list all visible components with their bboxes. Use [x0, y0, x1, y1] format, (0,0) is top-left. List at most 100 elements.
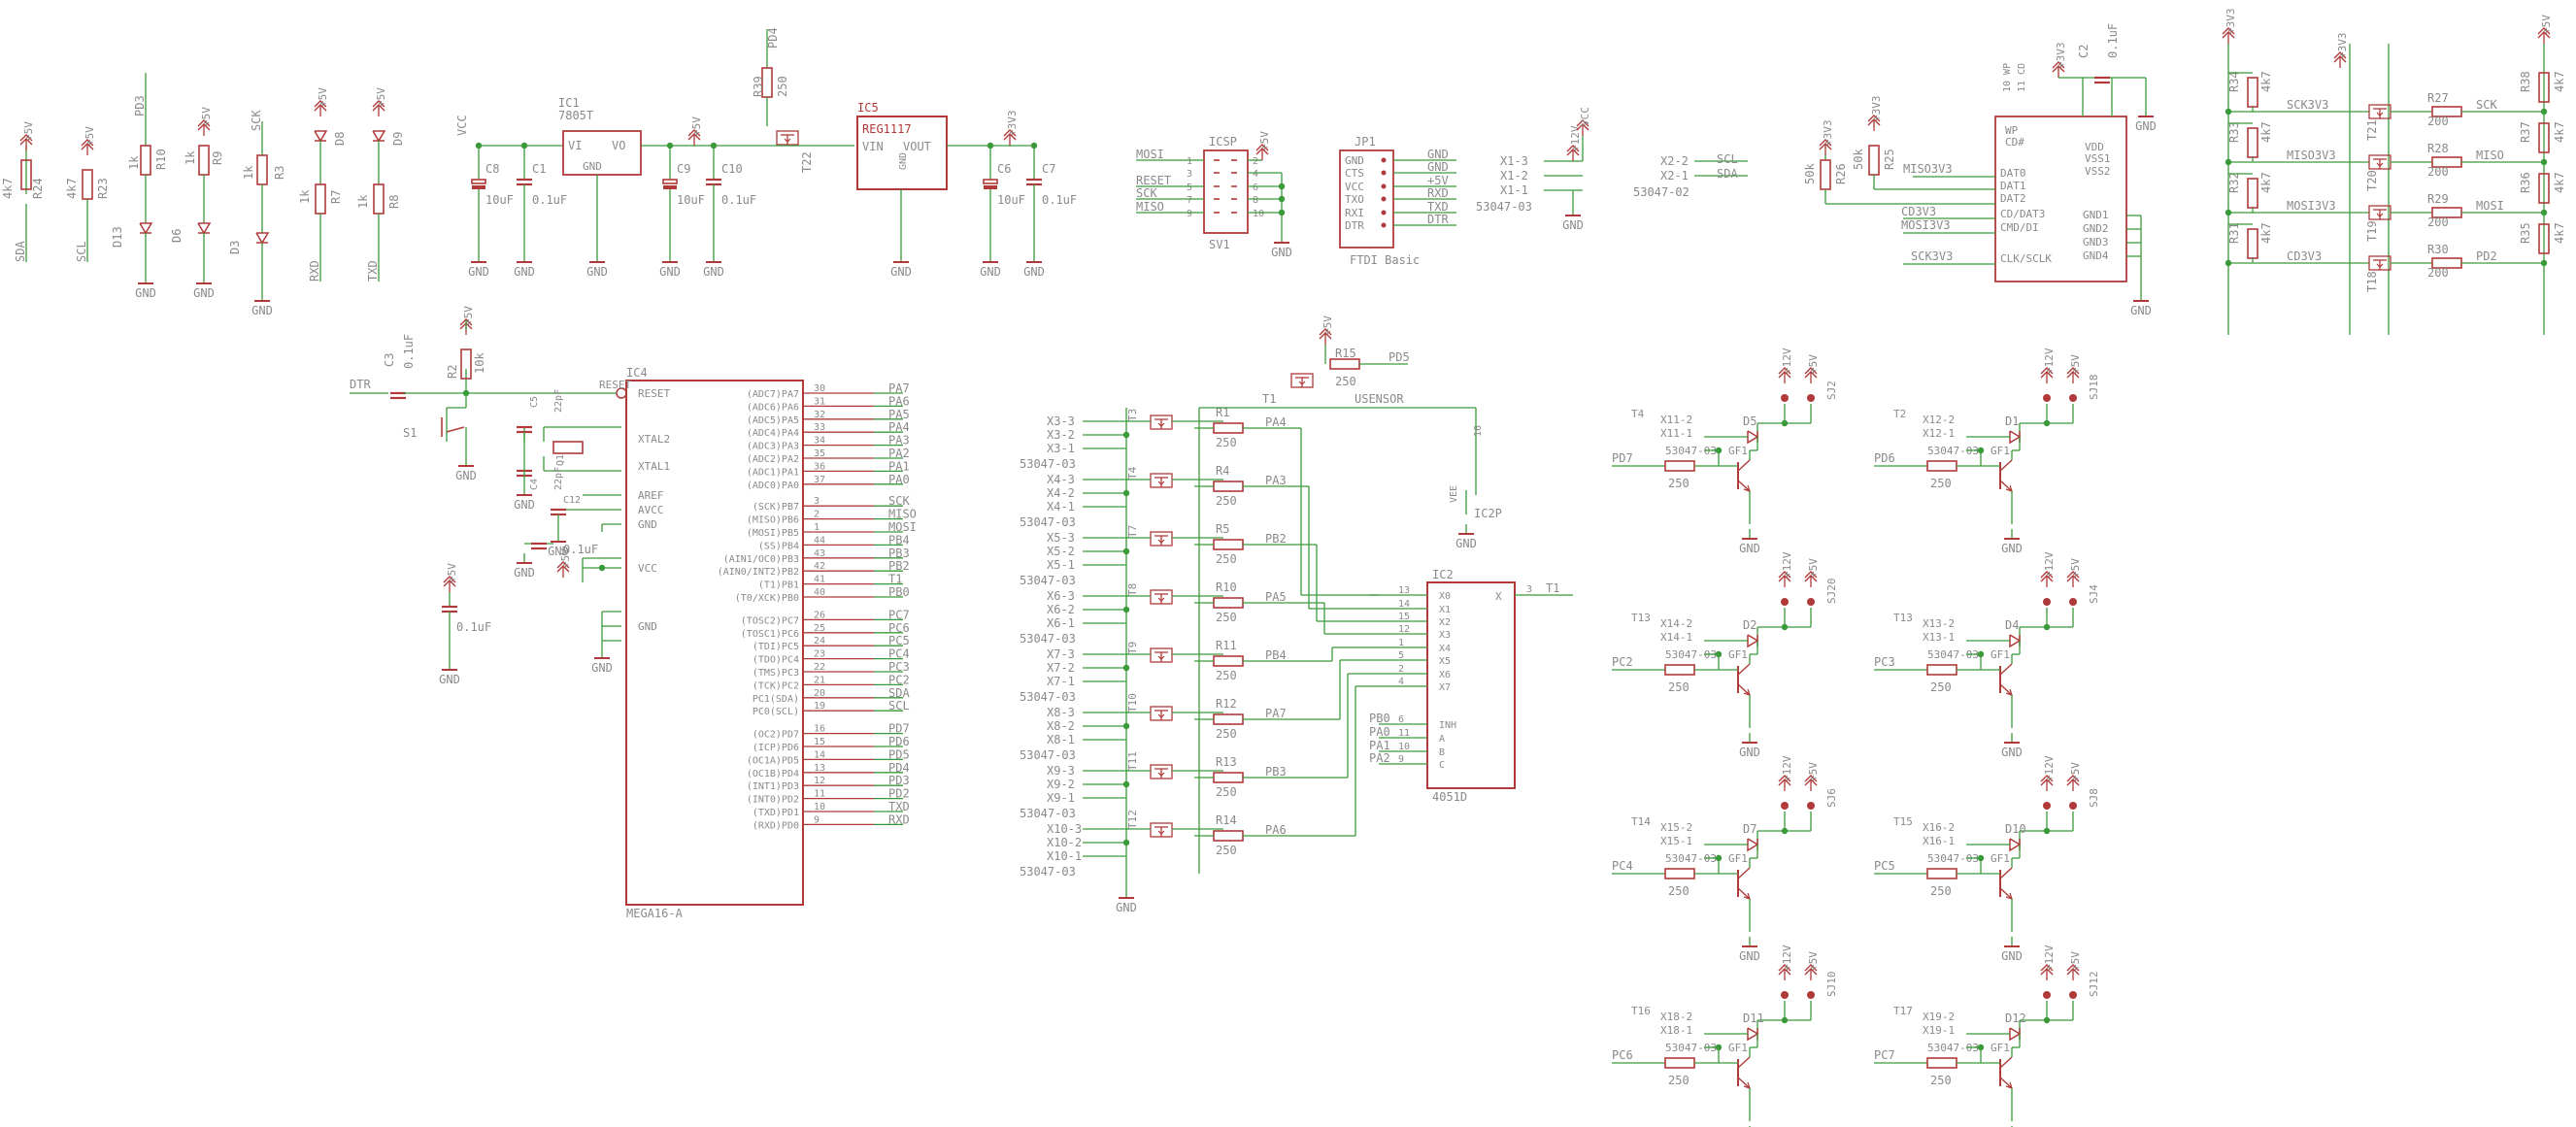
label: 1	[814, 522, 820, 533]
label: R35	[2519, 222, 2532, 244]
label: R34	[2227, 71, 2241, 92]
label: 0.1uF	[402, 334, 416, 369]
solder-jumper	[2043, 394, 2051, 402]
label: 53047-03	[1020, 457, 1076, 471]
pin	[1381, 196, 1387, 202]
cap-c9	[662, 179, 678, 184]
mosfet-t1	[1298, 381, 1306, 385]
supply-label: +12V	[2043, 755, 2056, 781]
label: 41	[814, 575, 825, 585]
supply-arrow	[2040, 371, 2054, 379]
ground-label: GND	[1562, 218, 1584, 232]
label: CD#	[2005, 136, 2024, 149]
junction-dot	[2043, 623, 2051, 631]
label: PD7	[888, 722, 910, 736]
supply-arrow	[1778, 571, 1791, 579]
label: 250	[1216, 494, 1237, 508]
label: (SCK)PB7	[753, 502, 799, 513]
label: DAT0	[2000, 167, 2026, 180]
label: (TCK)PC2	[753, 680, 799, 691]
label: SCK	[888, 494, 910, 508]
ground-label: GND	[514, 566, 535, 580]
flyback-diode	[2009, 430, 2022, 445]
label: X0	[1439, 591, 1451, 602]
label: PC7	[888, 608, 910, 621]
label: (ICP)PD6	[753, 743, 799, 753]
label: RESET	[599, 379, 631, 391]
label: 1k	[242, 165, 255, 180]
label: PC2	[888, 673, 910, 686]
ground-label: GND	[659, 265, 681, 279]
label: DTR	[1345, 219, 1364, 232]
label: GND	[638, 518, 657, 531]
supply-arrow	[2040, 964, 2054, 972]
supply-arrow	[19, 138, 33, 146]
ground-label: GND	[439, 673, 460, 686]
label: 53047-03	[1927, 852, 1979, 865]
label: 12	[1398, 624, 1410, 635]
supply-arrow	[1804, 371, 1818, 379]
label: 2	[814, 510, 820, 520]
label: JP1	[1355, 135, 1376, 149]
label: C9	[677, 162, 690, 176]
label: 53047-03	[1665, 852, 1717, 865]
supply-arrow	[2066, 367, 2080, 375]
resistor-r2	[460, 348, 472, 380]
label: 11	[1398, 728, 1410, 739]
label: PA7	[1265, 707, 1287, 720]
label: (INT1)PD3	[747, 781, 799, 792]
label: 10	[1398, 742, 1410, 752]
label: PA2	[888, 447, 910, 460]
supply-arrow	[2333, 51, 2347, 59]
driver-transistor	[1737, 867, 1751, 879]
solder-jumper	[2043, 598, 2051, 606]
supply-arrow	[687, 133, 701, 141]
supply-label: +5V	[375, 87, 387, 107]
ground-label: GND	[1739, 542, 1760, 555]
label: T13	[1631, 612, 1651, 624]
label: 250	[1668, 477, 1689, 490]
supply-arrow	[19, 134, 33, 142]
label: (T1)PB1	[758, 580, 799, 591]
label: X	[1495, 590, 1502, 603]
label: 3	[1526, 584, 1532, 595]
label: VI	[568, 139, 582, 152]
solder-jumper	[1781, 802, 1789, 810]
label: 1k	[356, 194, 370, 209]
label: R15	[1335, 347, 1356, 360]
supply-arrow	[1566, 149, 1580, 156]
label: 26	[814, 610, 825, 620]
label: X8-3	[1047, 706, 1075, 719]
label: 250	[1668, 680, 1689, 694]
label: PA5	[1265, 590, 1287, 604]
solder-jumper	[1807, 394, 1815, 402]
supply-label: +12V	[1781, 551, 1793, 578]
label: MISO	[888, 508, 917, 521]
base-resistor	[1926, 868, 1957, 879]
junction-dot	[2540, 259, 2548, 267]
label: (ADC3)PA3	[747, 442, 799, 452]
label: C4	[529, 479, 540, 490]
mux-ic2	[1426, 581, 1516, 789]
label: 21	[814, 675, 825, 685]
label: T22	[800, 151, 814, 173]
label: 35	[814, 448, 825, 459]
label: SCK3V3	[2287, 98, 2328, 112]
sensor-mosfet	[1157, 422, 1165, 427]
label: X11-2	[1660, 414, 1692, 426]
label: PA6	[888, 394, 910, 408]
flyback-diode	[2009, 838, 2022, 852]
driver-transistor	[1999, 1077, 2013, 1089]
ground-label: GND	[2135, 119, 2157, 133]
supply-label: +5V	[84, 126, 96, 146]
base-resistor	[1926, 1057, 1957, 1069]
label: (INT0)PD2	[747, 795, 799, 806]
supply-arrow	[1778, 367, 1791, 375]
solder-jumper	[2043, 991, 2051, 999]
supply-arrow	[2066, 968, 2080, 976]
label: D3	[228, 241, 242, 254]
label: X9-3	[1047, 764, 1075, 778]
label: 53047-03	[1665, 648, 1717, 661]
label: PD3	[133, 95, 147, 116]
ground-label: GND	[1116, 901, 1137, 914]
